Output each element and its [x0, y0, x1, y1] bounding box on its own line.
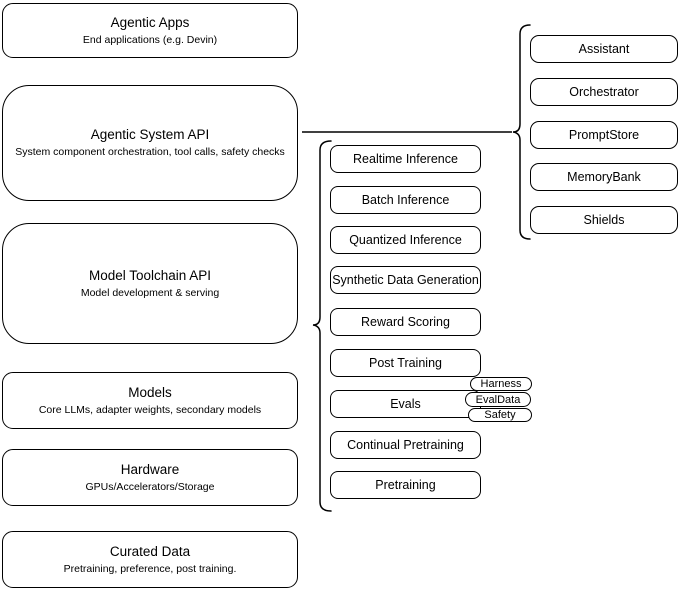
toolchain-brace [312, 140, 332, 512]
node-synthetic-data-generation: Synthetic Data Generation [330, 266, 481, 294]
node-pretraining: Pretraining [330, 471, 481, 499]
node-post-training: Post Training [330, 349, 481, 377]
node-subtitle: Model development & serving [80, 286, 220, 299]
tag-safety: Safety [468, 408, 532, 422]
node-continual-pretraining: Continual Pretraining [330, 431, 481, 459]
node-label: MemoryBank [567, 170, 641, 184]
system-components-brace [512, 24, 531, 240]
node-title: Agentic System API [90, 127, 210, 142]
node-shields: Shields [530, 206, 678, 234]
node-models: Models Core LLMs, adapter weights, secon… [2, 372, 298, 429]
tag-evaldata: EvalData [465, 392, 531, 407]
node-memorybank: MemoryBank [530, 163, 678, 191]
node-title: Curated Data [109, 543, 191, 559]
node-label: Orchestrator [569, 85, 639, 99]
node-title: Hardware [120, 461, 180, 477]
node-assistant: Assistant [530, 35, 678, 63]
node-model-toolchain-api: Model Toolchain API Model development & … [2, 223, 298, 344]
node-label: Quantized Inference [349, 233, 462, 247]
node-label: Reward Scoring [361, 315, 450, 329]
node-title: Model Toolchain API [88, 267, 212, 283]
node-agentic-apps: Agentic Apps End applications (e.g. Devi… [2, 3, 298, 58]
node-batch-inference: Batch Inference [330, 186, 481, 214]
node-subtitle: Pretraining, preference, post training. [63, 562, 237, 575]
tag-harness: Harness [470, 377, 532, 391]
node-reward-scoring: Reward Scoring [330, 308, 481, 336]
node-title: Agentic Apps [110, 14, 190, 30]
tag-label: Safety [484, 409, 516, 421]
node-evals: Evals [330, 390, 481, 418]
node-hardware: Hardware GPUs/Accelerators/Storage [2, 449, 298, 506]
node-subtitle: End applications (e.g. Devin) [82, 33, 218, 46]
node-agentic-system-api: Agentic System API System component orch… [2, 85, 298, 201]
node-curated-data: Curated Data Pretraining, preference, po… [2, 531, 298, 588]
node-title: Models [128, 384, 172, 400]
node-label: Shields [583, 213, 625, 227]
node-subtitle: System component orchestration, tool cal… [15, 146, 285, 158]
node-label: Evals [390, 397, 421, 411]
node-label: Pretraining [375, 478, 436, 492]
node-promptstore: PromptStore [530, 121, 678, 149]
tag-label: EvalData [475, 393, 521, 406]
node-quantized-inference: Quantized Inference [330, 226, 481, 254]
node-label: Realtime Inference [353, 152, 458, 166]
tag-label: Harness [480, 378, 522, 390]
node-label: Post Training [369, 356, 442, 370]
node-subtitle: Core LLMs, adapter weights, secondary mo… [38, 403, 262, 416]
node-label: Continual Pretraining [347, 438, 464, 452]
node-orchestrator: Orchestrator [530, 78, 678, 106]
node-label: Batch Inference [361, 193, 450, 207]
node-subtitle: GPUs/Accelerators/Storage [85, 480, 215, 493]
node-realtime-inference: Realtime Inference [330, 145, 481, 173]
node-label: Assistant [578, 42, 630, 56]
node-label: Synthetic Data Generation [332, 273, 479, 287]
node-label: PromptStore [568, 128, 640, 142]
